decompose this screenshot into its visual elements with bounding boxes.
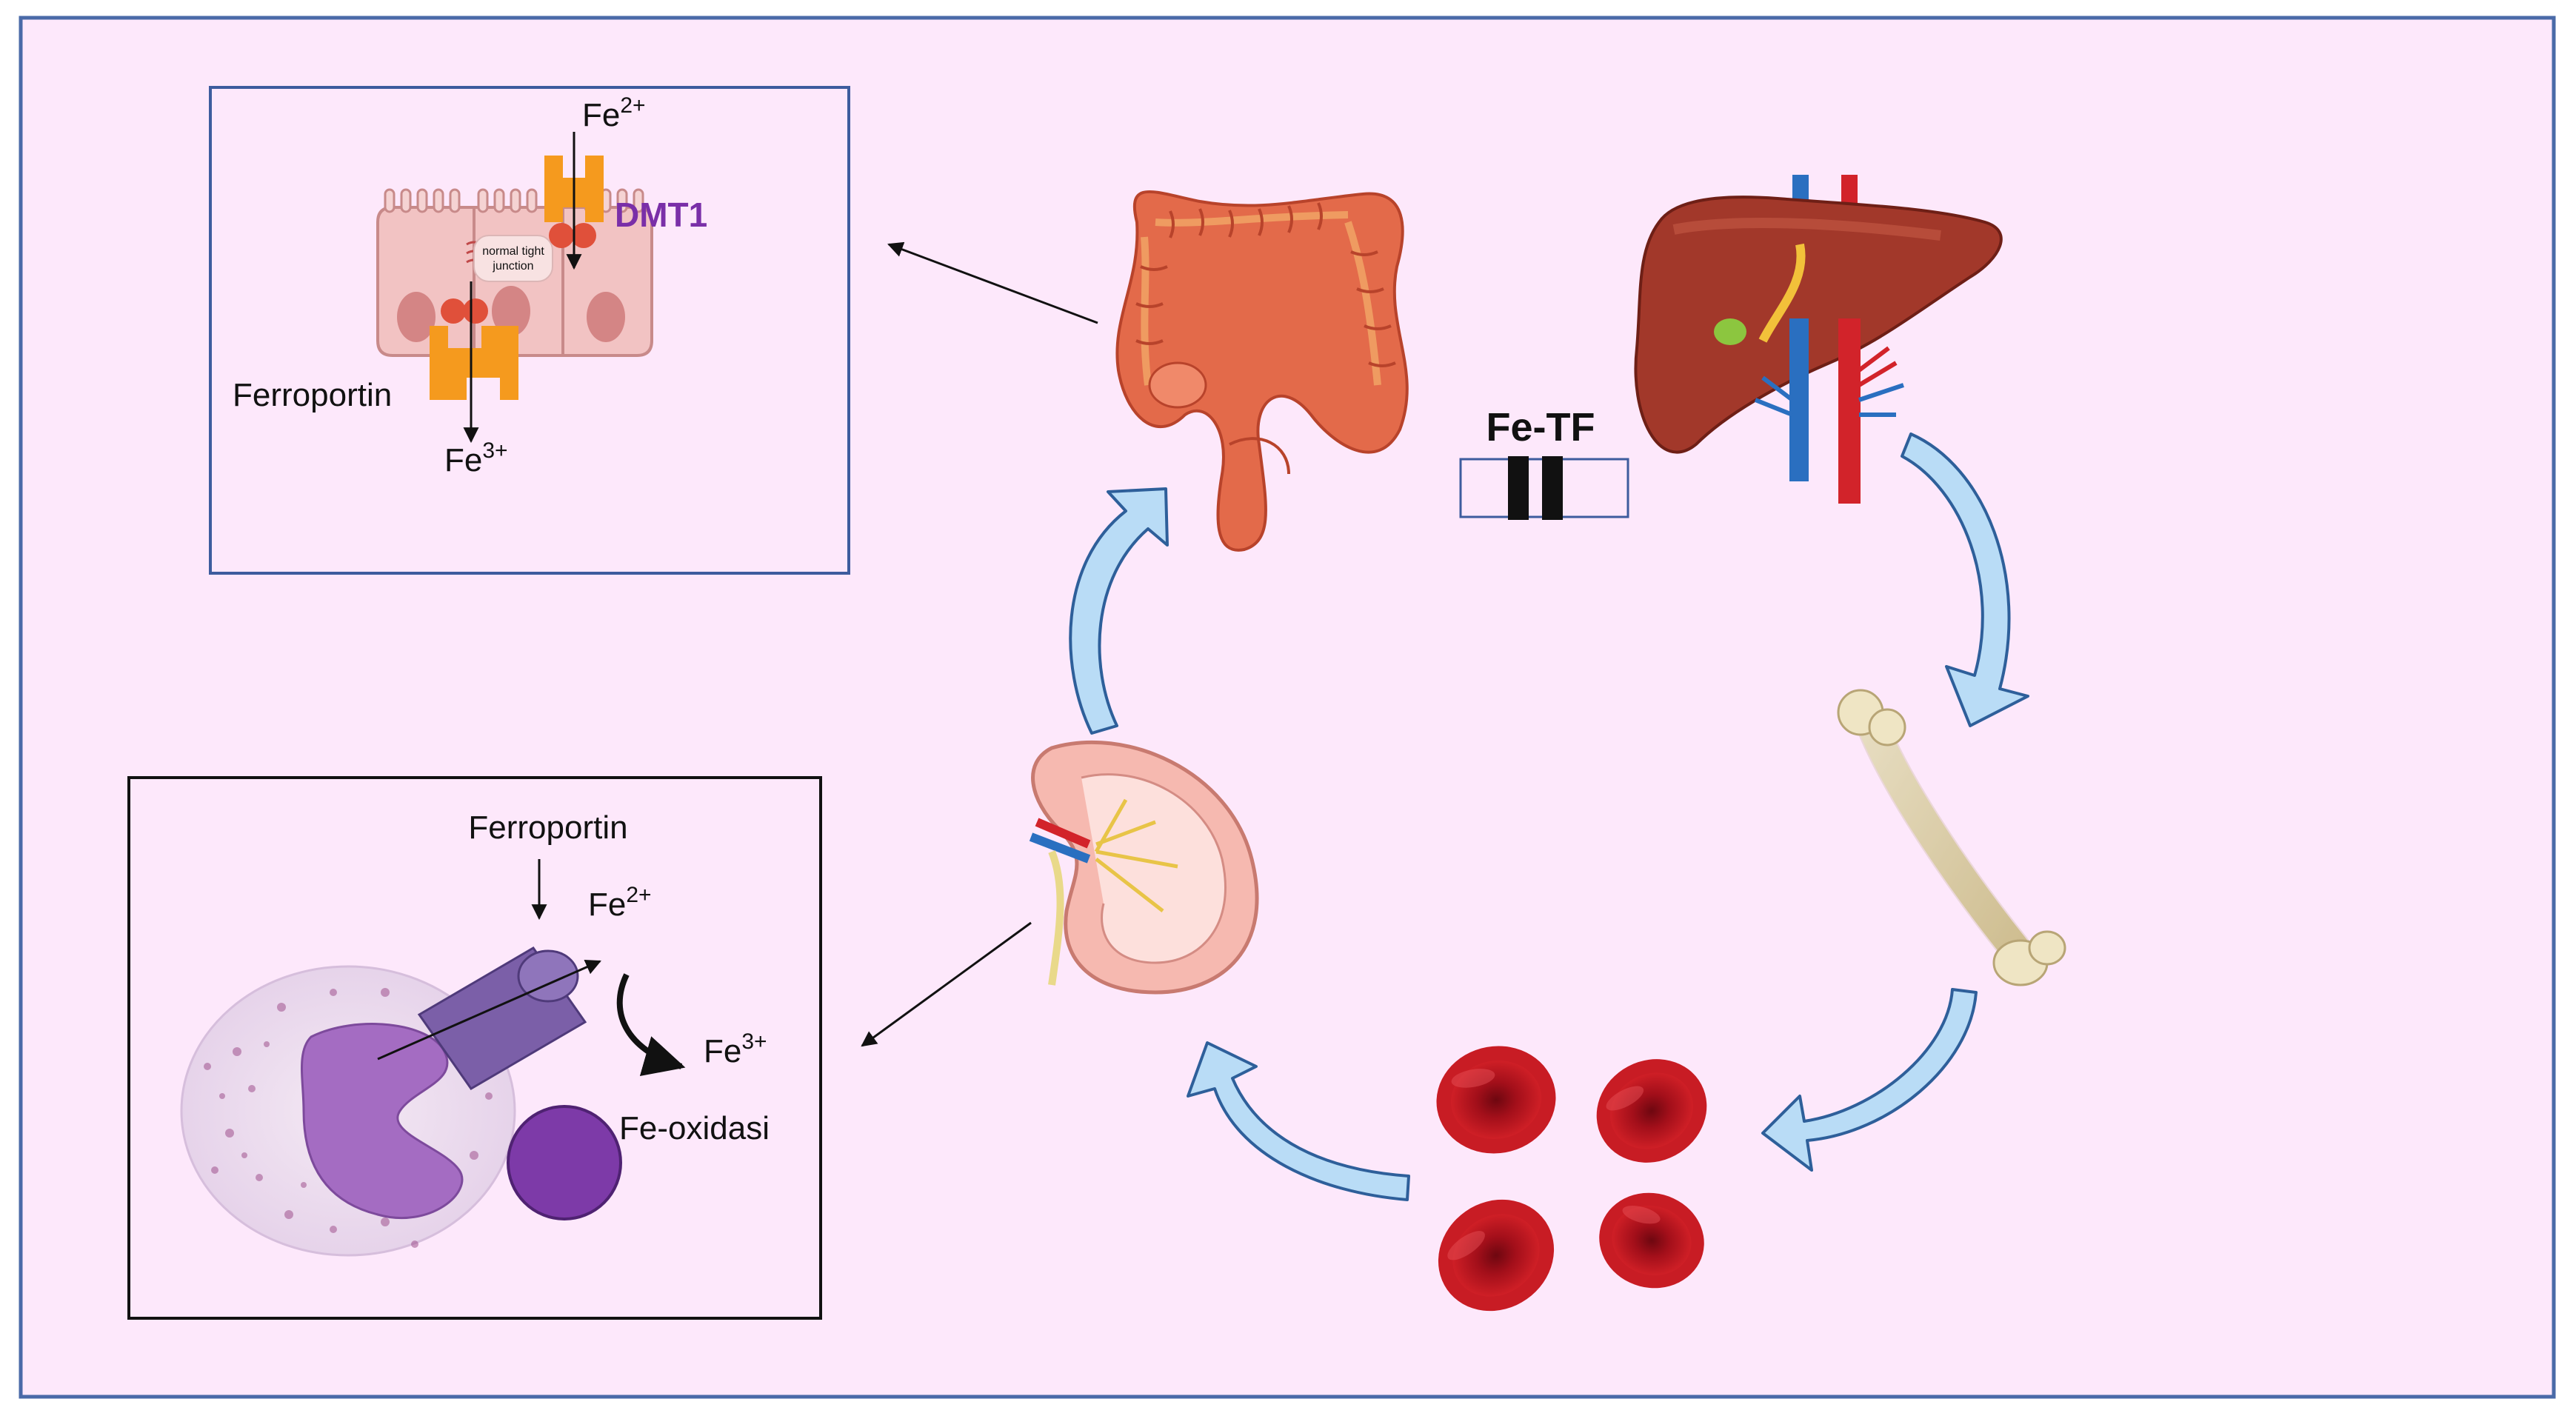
ferroxidase-protein [507,1105,622,1220]
femur-bone-icon [1837,689,2066,986]
cycle-arrow-rbc-to-kidney [1187,1041,1410,1201]
intestinal-absorption-panel: normal tight junction Fe2+ DMT1 Ferropor… [209,86,850,575]
kidney-icon [1029,740,1259,995]
macrophage-fe3-label: Fe3+ [704,1029,767,1069]
transferrin-label: Fe-TF [1486,405,1595,450]
junction-label-line2: junction [492,260,533,273]
cycle-arrow-liver-to-bone [1901,433,2029,727]
intestinal-ferroportin-label: Ferroportin [233,377,392,413]
transferrin-complex: Fe-TF [1459,405,1629,520]
junction-label-line1: normal tight [482,245,544,258]
cycle-arrow-kidney-to-intestine [1069,487,1169,735]
cycle-arrow-bone-to-rbc [1761,988,1978,1172]
intestine-to-panel-arrow [887,241,1098,324]
ferroportin-transporter [430,298,518,400]
transferrin-band-left [1508,456,1529,520]
macrophage-fe2-label: Fe2+ [588,883,652,923]
transferrin-band-right [1542,456,1563,520]
macrophage-panel: Ferroportin Fe2+ Fe3+ Fe-oxidasi [127,776,822,1320]
dmt1-label: DMT1 [615,196,707,234]
export-arrow [377,960,601,1061]
intestinal-fe2-label: Fe2+ [582,93,646,133]
ferroxidase-label: Fe-oxidasi [619,1110,770,1146]
large-intestine-icon [1115,190,1409,552]
intestinal-fe3-label: Fe3+ [444,438,508,478]
kidney-to-panel-arrow [861,921,1032,1047]
microvilli [384,188,644,213]
macrophage-ferroportin-channel [417,946,587,1090]
liver-icon [1634,175,2003,504]
macrophage-ferroportin-label: Ferroportin [468,809,627,846]
cycle-arrows [1069,433,2029,1201]
oxidation-arrow [616,973,686,1077]
junction-bubble [473,235,553,282]
